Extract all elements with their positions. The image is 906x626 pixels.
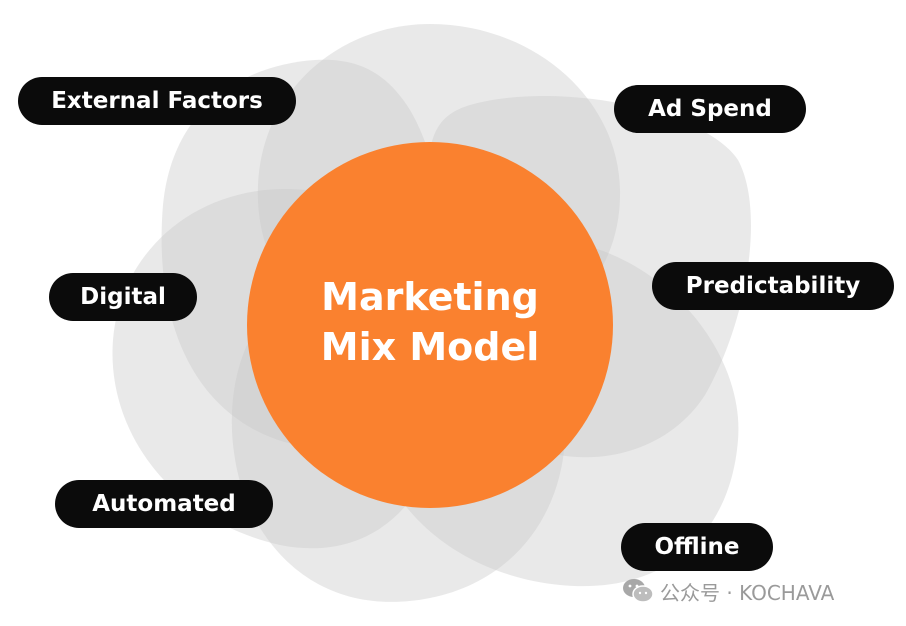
center-title-line1: Marketing [321, 275, 539, 319]
label-offline: Offline [621, 523, 773, 571]
wechat-icon [623, 579, 654, 603]
watermark-text: 公众号 · KOCHAVA [660, 580, 835, 605]
label-automated: Automated [55, 480, 273, 528]
center-title-line2: Mix Model [320, 325, 540, 369]
center-title: Marketing Mix Model [247, 272, 613, 372]
watermark: 公众号 · KOCHAVA [622, 574, 834, 608]
label-ad-spend: Ad Spend [614, 85, 806, 133]
center-circle [247, 142, 613, 508]
label-predictability: Predictability [652, 262, 894, 310]
label-digital: Digital [49, 273, 197, 321]
label-external-factors: External Factors [18, 77, 296, 125]
